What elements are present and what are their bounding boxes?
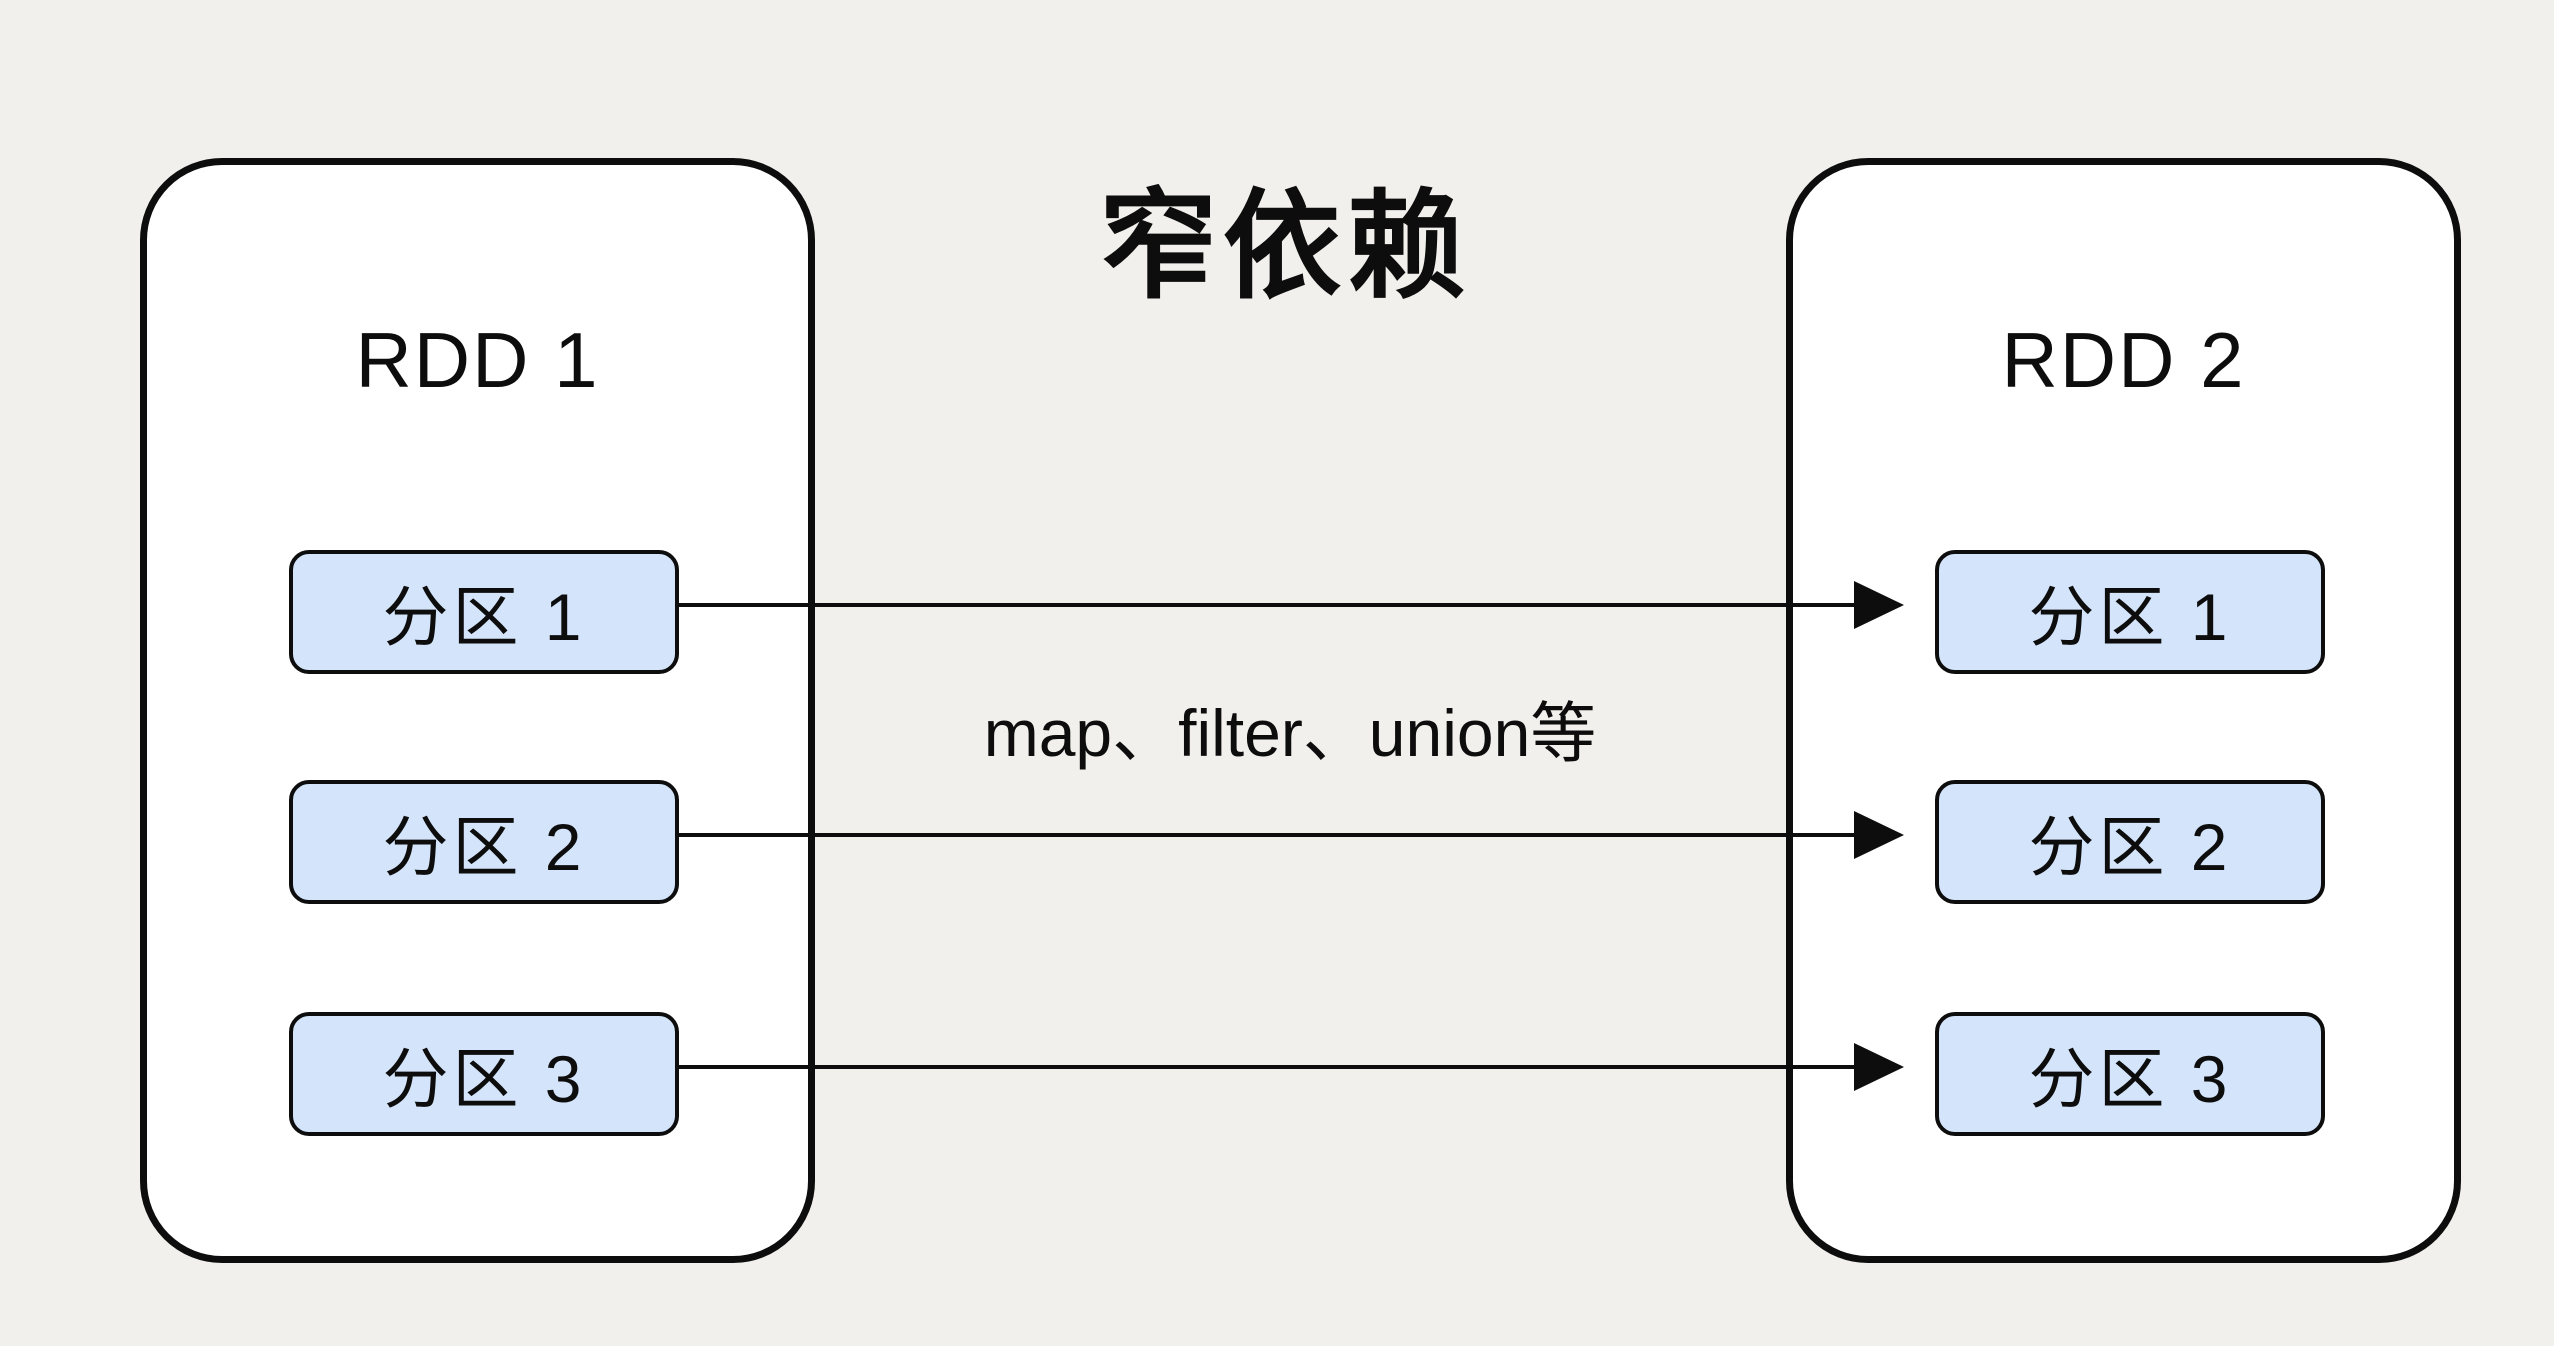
arrow-partition-2: [676, 811, 1904, 859]
rdd1-partition-3: 分区 3: [289, 1012, 679, 1136]
arrow-partition-3: [676, 1043, 1904, 1091]
rdd2-label: RDD 2: [2001, 316, 2246, 404]
rdd2-container: RDD 2 分区 1 分区 2 分区 3: [1786, 158, 2461, 1263]
rdd2-partition-2: 分区 2: [1935, 780, 2325, 904]
rdd1-container: RDD 1 分区 1 分区 2 分区 3: [140, 158, 815, 1263]
rdd1-label: RDD 1: [355, 316, 600, 404]
arrow-partition-1: [676, 581, 1904, 629]
rdd2-partition-1: 分区 1: [1935, 550, 2325, 674]
rdd2-partition-3: 分区 3: [1935, 1012, 2325, 1136]
rdd1-partition-1: 分区 1: [289, 550, 679, 674]
rdd1-partition-2: 分区 2: [289, 780, 679, 904]
diagram-title: 窄依赖: [1098, 181, 1471, 313]
edge-operations-label: map、filter、union等: [983, 696, 1597, 770]
